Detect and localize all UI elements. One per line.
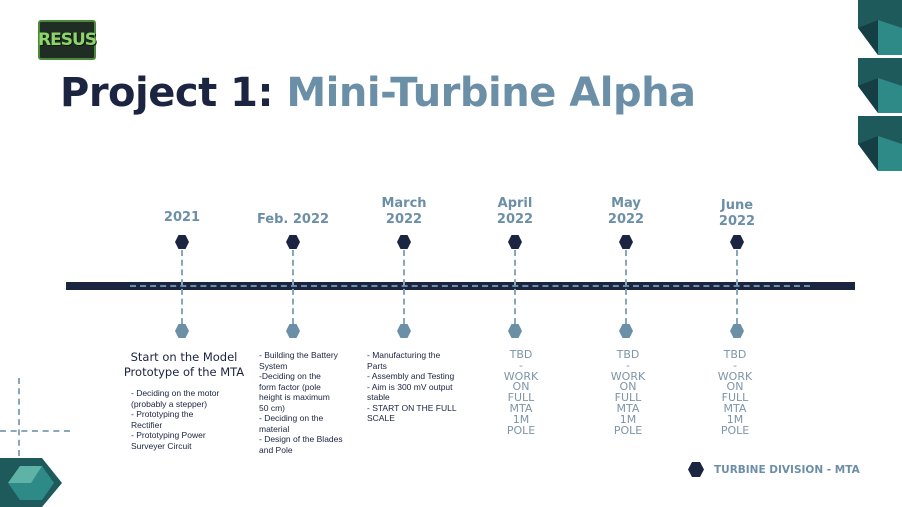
- logo-text: RESUS: [38, 30, 97, 50]
- milestone-feb-2022-tasks: - Building the Battery System -Deciding …: [259, 350, 343, 455]
- page-title: Project 1: Mini-Turbine Alpha: [60, 70, 696, 116]
- resus-logo: RESUS: [38, 20, 97, 60]
- decorative-vertical-line: [18, 378, 20, 456]
- milestone-march-2022-tasks: - Manufacturing the Parts - Assembly and…: [367, 350, 457, 423]
- milestone-marker-bottom: [730, 324, 744, 338]
- decorative-horizontal-line: [0, 430, 70, 432]
- milestone-connector: [403, 250, 405, 324]
- milestone-date-march-2022: March 2022: [381, 196, 427, 227]
- milestone-date-2021: 2021: [163, 210, 201, 225]
- milestone-connector: [736, 250, 738, 324]
- milestone-may-2022-tbd: TBD - WORK ON FULL MTA 1M POLE: [610, 348, 646, 437]
- milestone-connector: [514, 250, 516, 324]
- milestone-marker-top: [175, 235, 189, 249]
- cube-decoration-bottom-left: [0, 458, 62, 507]
- timeline-dash-overlay: [130, 285, 810, 287]
- milestone-2021-tasks: - Deciding on the motor (probably a step…: [131, 388, 220, 451]
- milestone-marker-bottom: [286, 324, 300, 338]
- milestone-date-june-2022: June 2022: [718, 198, 756, 229]
- division-label: TURBINE DIVISION - MTA: [714, 463, 860, 476]
- title-prefix: Project 1:: [60, 70, 287, 116]
- hexagon-bullet-icon: [688, 462, 704, 477]
- title-project-name: Mini-Turbine Alpha: [286, 70, 696, 116]
- milestone-marker-bottom: [397, 324, 411, 338]
- milestone-2021-heading: Start on the Model Prototype of the MTA: [123, 350, 245, 379]
- cube-decoration-top-right: [858, 0, 902, 171]
- milestone-marker-bottom: [508, 324, 522, 338]
- milestone-date-may-2022: May 2022: [607, 196, 645, 227]
- milestone-marker-top: [619, 235, 633, 249]
- milestone-marker-top: [508, 235, 522, 249]
- milestone-april-2022-tbd: TBD - WORK ON FULL MTA 1M POLE: [503, 348, 539, 437]
- milestone-marker-bottom: [175, 324, 189, 338]
- milestone-june-2022-tbd: TBD - WORK ON FULL MTA 1M POLE: [717, 348, 753, 437]
- milestone-connector: [292, 250, 294, 324]
- milestone-marker-top: [730, 235, 744, 249]
- milestone-date-april-2022: April 2022: [496, 196, 534, 227]
- milestone-marker-top: [397, 235, 411, 249]
- milestone-marker-top: [286, 235, 300, 249]
- milestone-marker-bottom: [619, 324, 633, 338]
- milestone-connector: [181, 250, 183, 324]
- milestone-date-feb-2022: Feb. 2022: [256, 212, 330, 227]
- milestone-connector: [625, 250, 627, 324]
- division-footer: TURBINE DIVISION - MTA: [688, 462, 860, 477]
